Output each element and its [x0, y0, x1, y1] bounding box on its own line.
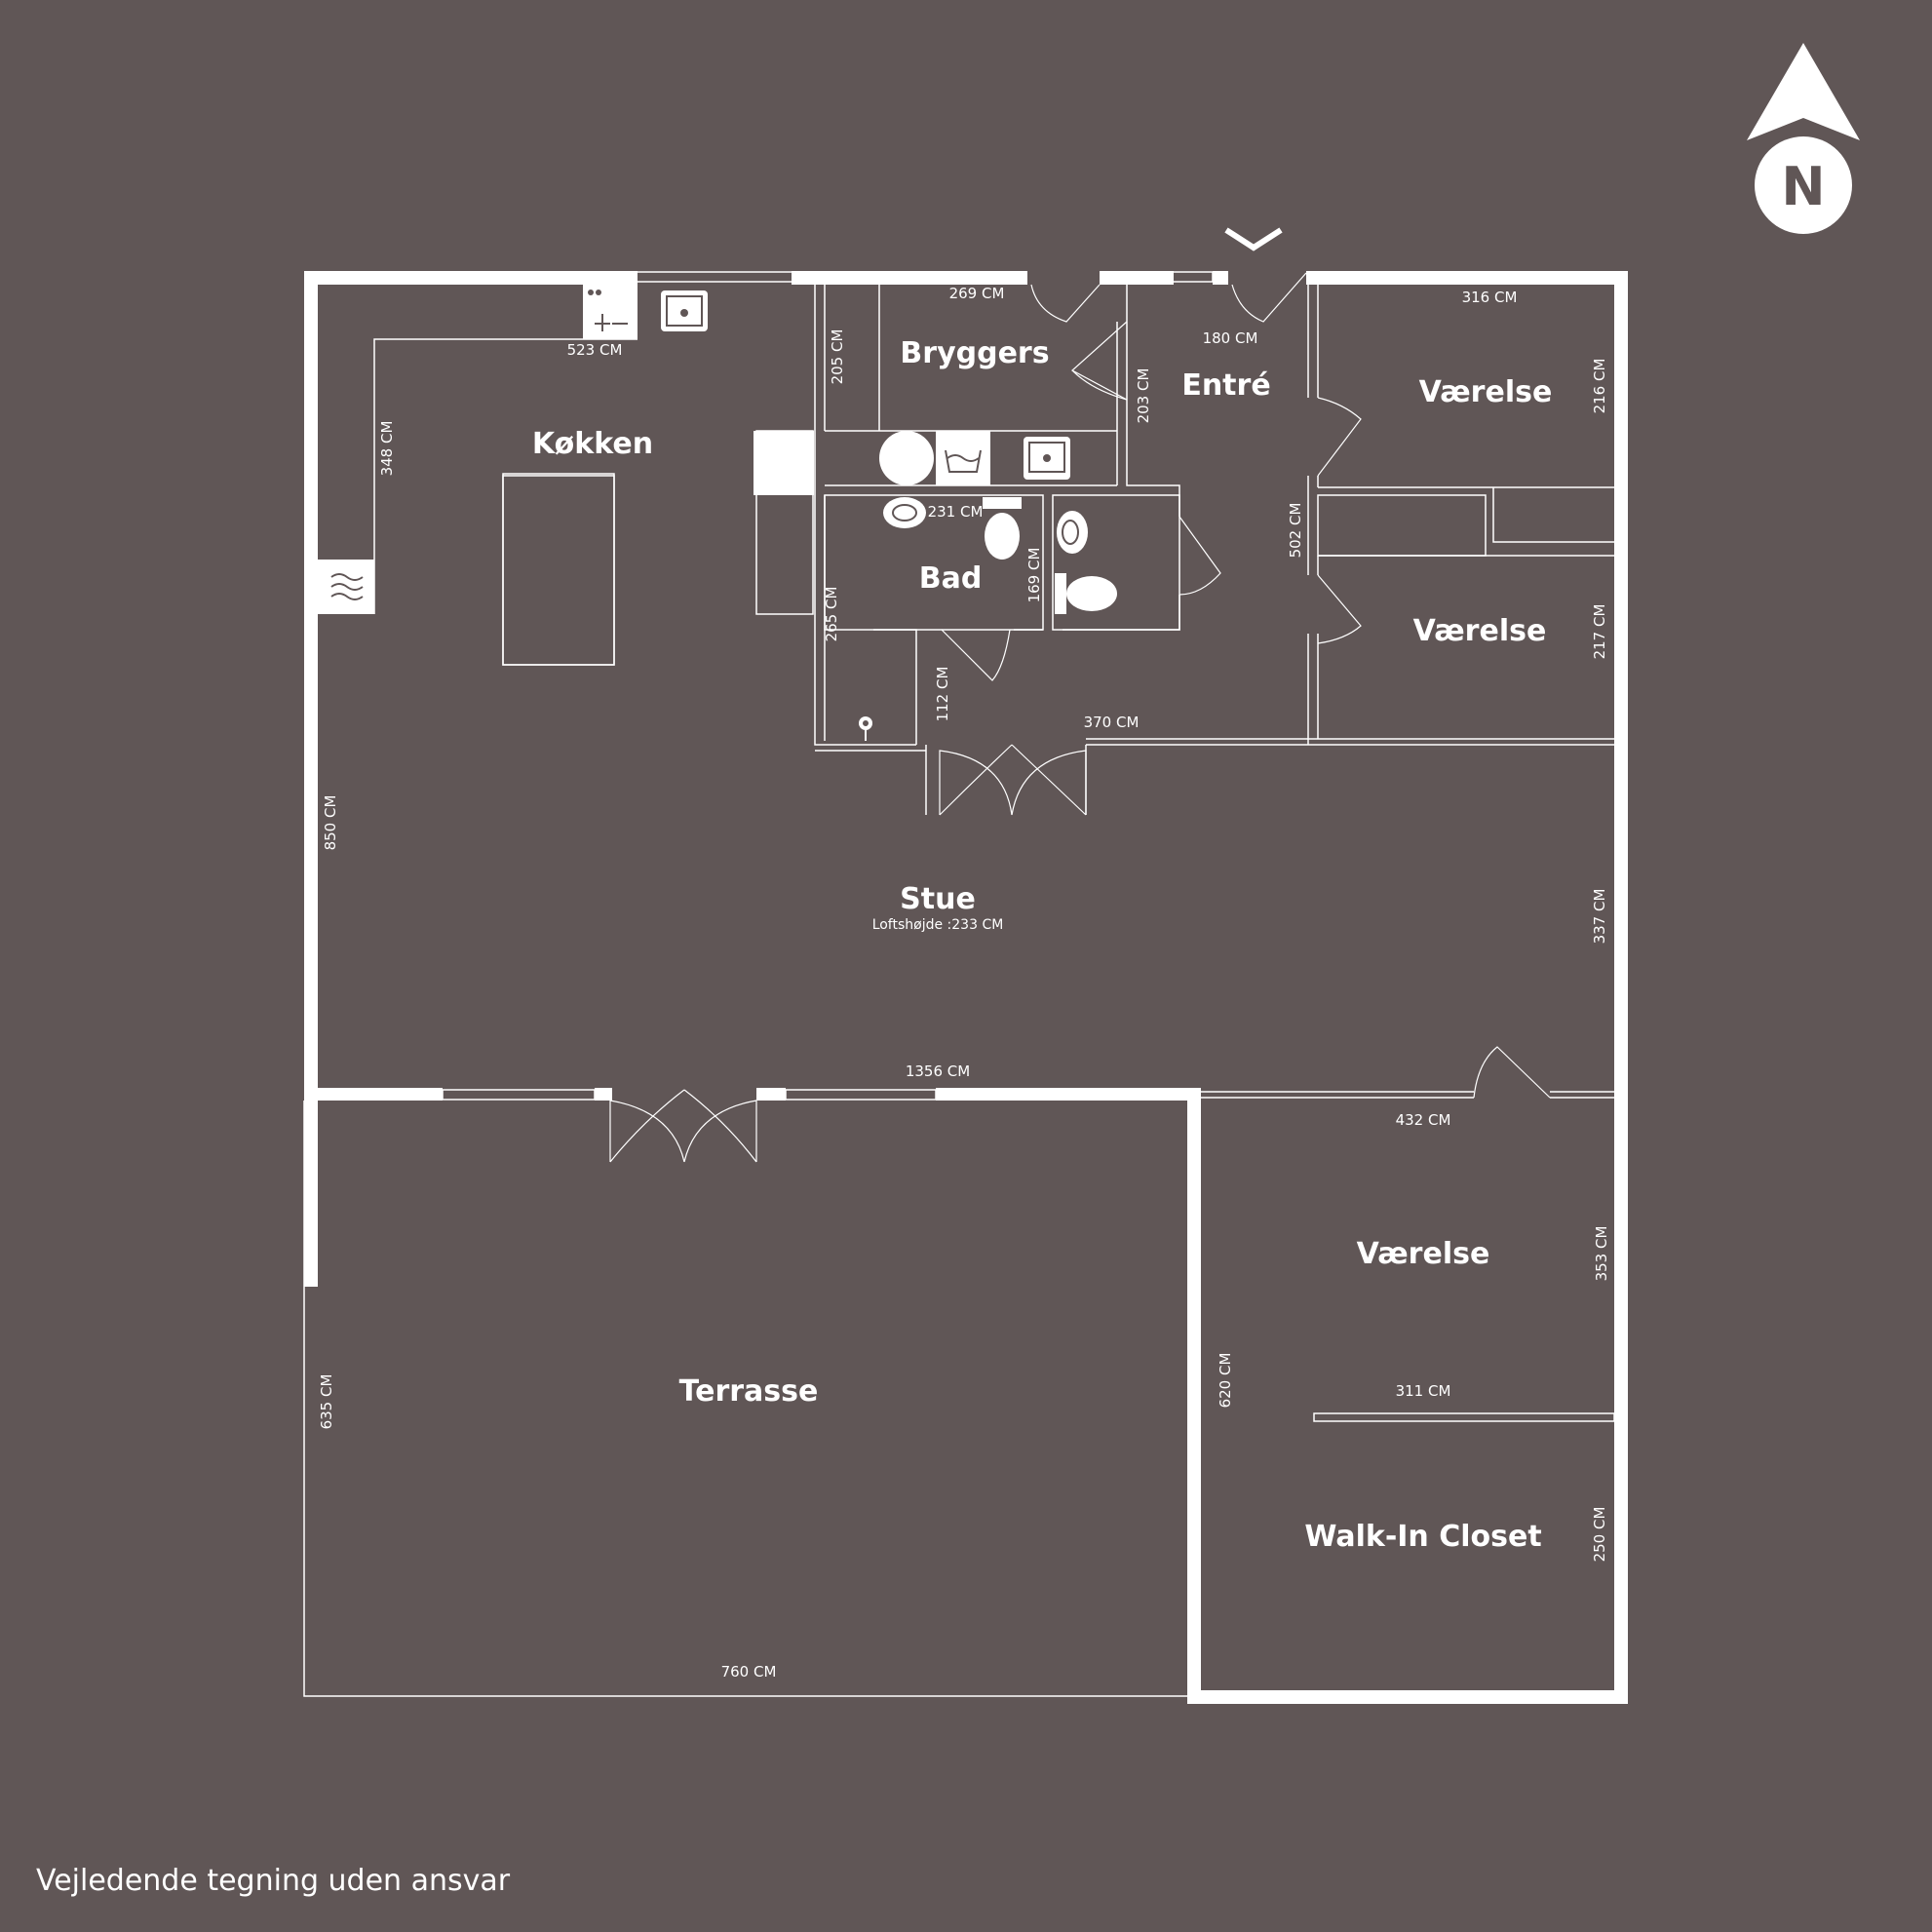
dimension-label: 265 CM [823, 587, 840, 642]
dimension-label: 250 CM [1591, 1507, 1608, 1563]
dimension-label: 620 CM [1217, 1353, 1234, 1409]
wc-sink-icon [1057, 511, 1088, 554]
interior-walls [303, 285, 1615, 1697]
dimension-label: 169 CM [1025, 548, 1043, 603]
dimension-label: 523 CM [567, 341, 623, 359]
entrance-marker-icon [1224, 227, 1283, 251]
room-labels: Køkken Bryggers Entré Værelse Bad Værels… [532, 336, 1552, 1554]
dimension-label: 502 CM [1287, 503, 1304, 559]
dimension-label: 850 CM [322, 795, 339, 851]
exterior-walls [304, 271, 1628, 1704]
room-label-walk-in-closet: Walk-In Closet [1304, 1520, 1541, 1554]
dimension-label: 112 CM [934, 667, 951, 722]
dimension-label: 760 CM [721, 1663, 777, 1681]
wc-toilet-icon [1066, 576, 1117, 611]
room-label-kokken: Køkken [532, 427, 653, 461]
doors [609, 272, 1551, 1163]
dimension-label: 203 CM [1135, 368, 1152, 424]
north-arrow-icon [1747, 43, 1860, 140]
dimension-label: 432 CM [1396, 1111, 1451, 1129]
dimension-label: 269 CM [949, 285, 1005, 302]
bathroom-sink-icon [883, 497, 926, 528]
room-label-bad: Bad [919, 561, 983, 596]
dimension-label: 216 CM [1591, 359, 1608, 414]
dimension-label: 316 CM [1462, 289, 1518, 306]
toilet-icon [985, 513, 1020, 560]
room-label-vaerelse-3: Værelse [1357, 1237, 1490, 1271]
compass: N [1747, 43, 1860, 234]
room-label-stue: Stue [900, 882, 976, 916]
kitchen-island [502, 475, 615, 666]
room-label-bryggers: Bryggers [900, 336, 1049, 370]
toilet-tank-icon [983, 497, 1022, 509]
dimension-label: 180 CM [1203, 329, 1258, 347]
room-label-vaerelse-1: Værelse [1419, 375, 1553, 409]
room-label-terrasse: Terrasse [679, 1374, 819, 1409]
dimension-label: 353 CM [1593, 1226, 1610, 1282]
dimension-label: 635 CM [318, 1374, 335, 1430]
disclaimer-text: Vejledende tegning uden ansvar [36, 1864, 511, 1898]
compass-circle [1755, 136, 1852, 234]
stue-ceiling-height: Loftshøjde :233 CM [872, 917, 1004, 933]
kitchen-cabinet [753, 431, 814, 495]
fixtures [318, 285, 1117, 741]
dimension-label: 370 CM [1084, 714, 1140, 731]
windows [304, 271, 1628, 1658]
dimension-labels: 269 CM 205 CM 180 CM 203 CM 316 CM 216 C… [318, 285, 1610, 1681]
room-label-vaerelse-2: Værelse [1413, 614, 1547, 648]
compass-label: N [1781, 156, 1825, 217]
washer-icon [879, 431, 934, 485]
dimension-label: 231 CM [928, 503, 984, 521]
dimension-label: 217 CM [1591, 604, 1608, 660]
dimension-label: 337 CM [1591, 889, 1608, 945]
room-label-entre: Entré [1181, 368, 1270, 403]
dimension-label: 311 CM [1396, 1382, 1451, 1400]
dimension-label: 1356 CM [906, 1063, 970, 1080]
dimension-label: 205 CM [829, 329, 846, 385]
wc-tank-icon [1055, 573, 1066, 614]
dimension-label: 348 CM [378, 421, 396, 477]
